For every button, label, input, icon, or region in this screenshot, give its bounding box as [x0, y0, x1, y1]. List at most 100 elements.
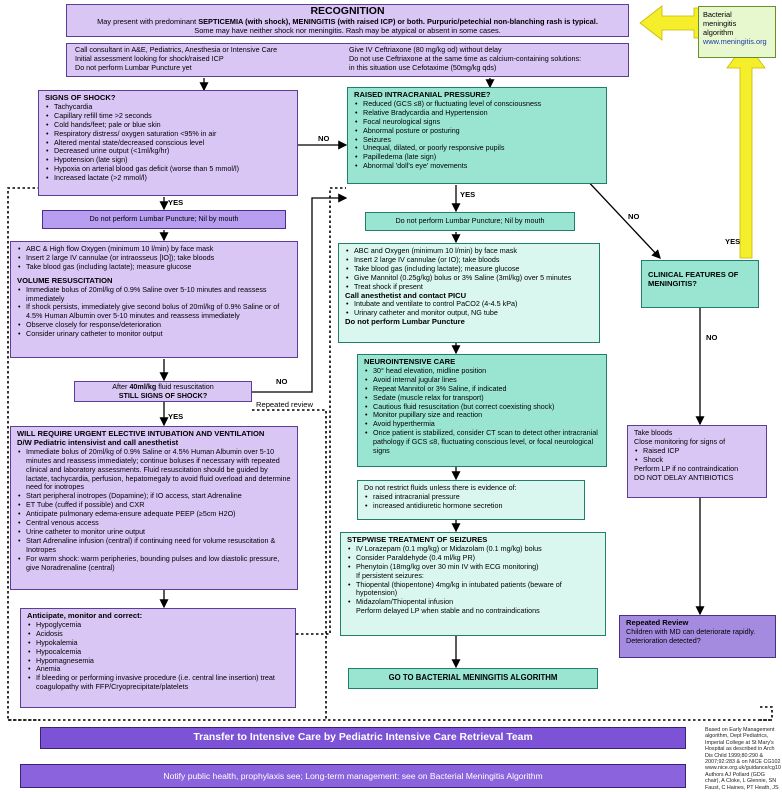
intubation-item: Anticipate pulmonary edema-ensure adequa…: [18, 509, 291, 519]
label-yes: YES: [460, 190, 476, 199]
neuro-item: Once patient is stabilized, consider CT …: [365, 428, 600, 456]
icp-mgmt-item: Give Mannitol (0.25g/kg) bolus or 3% Sal…: [346, 273, 593, 283]
label-no: NO: [628, 212, 640, 221]
intubation-item: ET Tube (cuffed if possible) and CXR: [18, 500, 291, 510]
algorithm-link-url[interactable]: www.meningitis.org: [703, 37, 767, 46]
after-40ml-line1: After 40ml/kg fluid resuscitation: [112, 382, 214, 391]
signs-of-shock-box: SIGNS OF SHOCK? Tachycardia Capillary re…: [38, 90, 298, 196]
recognition-box: RECOGNITION May present with predominant…: [66, 4, 629, 37]
take-bloods-line: Take bloods: [634, 428, 673, 437]
consult-left-line: Do not perform Lumbar Puncture yet: [75, 62, 192, 72]
no-lumbar-puncture-left: Do not perform Lumbar Puncture; Nil by m…: [42, 210, 286, 229]
yellow-arrow-up: [726, 41, 766, 259]
shock-sign: Increased lactate (>2 mmol/l): [46, 173, 291, 183]
consult-right-line: Do not use Ceftriaxone at the same time …: [349, 53, 582, 63]
raised-icp-title: RAISED INTRACRANIAL PRESSURE?: [354, 90, 491, 99]
no-lumbar-puncture-note: Do not perform Lumbar Puncture: [345, 317, 465, 327]
algorithm-link-line1: Bacterial: [703, 10, 732, 19]
no-lumbar-puncture-right: Do not perform Lumbar Puncture; Nil by m…: [365, 212, 575, 231]
credits-text: Based on Early Management algorithm, Dep…: [705, 727, 781, 791]
shock-sign: Decreased urine output (<1ml/kg/hr): [46, 147, 291, 157]
icp-mgmt-item: Take blood gas (including lactate); meas…: [346, 264, 593, 274]
seizure-item: IV Lorazepam (0.1 mg/kg) or Midazolam (0…: [348, 544, 599, 554]
close-monitoring-line: Close monitoring for signs of: [634, 436, 726, 446]
icp-sign: Abnormal 'doll's eye' movements: [355, 161, 600, 171]
persistent-seizures-label: If persistent seizures:: [356, 570, 424, 580]
algorithm-link-line2: meningitis: [703, 19, 737, 28]
clinical-features-line1: CLINICAL FEATURES OF: [648, 270, 739, 279]
icp-sign: Relative Bradycardia and Hypertension: [355, 108, 600, 118]
icp-mgmt-item: ABC and Oxygen (minimum 10 l/min) by fac…: [346, 246, 593, 256]
seizure-item: Phenytoin (18mg/kg over 30 min IV with E…: [348, 562, 599, 572]
recognition-line2: Some may have neither shock nor meningit…: [194, 26, 501, 35]
recognition-title: RECOGNITION: [310, 5, 385, 17]
shock-sign: Respiratory distress/ oxygen saturation …: [46, 129, 291, 139]
anticipate-box: Anticipate, monitor and correct: Hypogly…: [20, 608, 296, 708]
icp-mgmt-item: Treat shock if present: [346, 282, 593, 292]
seizure-item: Midazolam/Thiopental infusion: [348, 597, 599, 607]
volume-item: Consider urinary catheter to monitor out…: [18, 329, 291, 339]
label-yes: YES: [725, 237, 741, 246]
icp-sign: Unequal, dilated, or poorly responsive p…: [355, 144, 600, 154]
neuro-item: Sedate (muscle relax for transport): [365, 393, 600, 403]
neuro-item: Monitor pupillary size and reaction: [365, 411, 600, 421]
seizures-title: STEPWISE TREATMENT OF SEIZURES: [347, 535, 488, 544]
consult-box: Call consultant in A&E, Pediatrics, Anes…: [66, 43, 629, 77]
anticipate-item: Hypokalemia: [28, 638, 289, 648]
shock-sign: Altered mental state/decreased conscious…: [46, 138, 291, 148]
anticipate-item: Hypocalcemia: [28, 647, 289, 657]
monitor-item: Raised ICP: [635, 446, 760, 456]
raised-icp-box: RAISED INTRACRANIAL PRESSURE? Reduced (G…: [347, 87, 607, 184]
picu-title: Call anesthetist and contact PICU: [345, 290, 467, 300]
volume-resuscitation-title: VOLUME RESUSCITATION: [17, 275, 113, 285]
intubation-item: Immediate bolus of 20ml/kg of 0.9% Salin…: [18, 447, 291, 493]
dotted-mid-review: [252, 409, 327, 720]
intubation-item: Start peripheral inotropes (Dopamine); i…: [18, 491, 291, 501]
after-40ml-box: After 40ml/kg fluid resuscitation STILL …: [74, 381, 252, 402]
fluids-item: increased antidiuretic hormone secretion: [365, 501, 578, 511]
clinical-features-line2: MENINGITIS?: [648, 278, 697, 288]
anticipate-title: Anticipate, monitor and correct:: [27, 611, 143, 620]
go-to-meningitis-algorithm-button[interactable]: GO TO BACTERIAL MENINGITIS ALGORITHM: [348, 668, 598, 689]
anticipate-item: Anemia: [28, 665, 289, 675]
still-signs-of-shock: STILL SIGNS OF SHOCK?: [118, 390, 208, 400]
icp-sign: Focal neurological signs: [355, 117, 600, 127]
volume-item: Observe closely for response/deteriorati…: [18, 320, 291, 330]
notify-public-health-box: Notify public health, prophylaxis see; L…: [20, 764, 686, 788]
shock-sign: Tachycardia: [46, 102, 291, 112]
anticipate-item: Hypoglycemia: [28, 620, 289, 630]
clinical-features-box: CLINICAL FEATURES OF MENINGITIS?: [641, 260, 759, 308]
icp-sign: Reduced (GCS ≤8) or fluctuating level of…: [355, 99, 600, 109]
intubation-item: Start Adrenaline infusion (central) if c…: [18, 536, 291, 555]
seizure-item: Thiopental (thiopentone) 4mg/kg in intub…: [348, 580, 599, 599]
icp-sign: Abnormal posture or posturing: [355, 126, 600, 136]
icp-sign: Seizures: [355, 135, 600, 145]
anticipate-item: Acidosis: [28, 629, 289, 639]
icp-mgmt-item: Insert 2 large IV cannulae (or IO); take…: [346, 255, 593, 265]
meningitis-algorithm-link[interactable]: Bacterial meningitis algorithm www.menin…: [698, 6, 776, 58]
anticipate-item: If bleeding or performing invasive proce…: [28, 673, 289, 692]
monitor-item: Shock: [635, 455, 760, 465]
repeated-review-title: Repeated Review: [626, 618, 689, 627]
delayed-lp-note: Perform delayed LP when stable and no co…: [356, 606, 540, 616]
repeated-review-text: Children with MD can deteriorate rapidly…: [626, 626, 756, 645]
label-yes: YES: [168, 198, 184, 207]
volume-item: Immediate bolus of 20ml/kg of 0.9% Salin…: [18, 285, 291, 304]
seizures-box: STEPWISE TREATMENT OF SEIZURES IV Loraze…: [340, 532, 606, 636]
algorithm-link-line3: algorithm: [703, 28, 734, 37]
shock-sign: Cold hands/feet; pale or blue skin: [46, 120, 291, 130]
take-bloods-box: Take bloods Close monitoring for signs o…: [627, 425, 767, 498]
label-no: NO: [318, 134, 330, 143]
neurointensive-title: NEUROINTENSIVE CARE: [364, 357, 456, 366]
label-yes: YES: [168, 412, 184, 421]
consult-right-line: in this situation use Cefotaxime (50mg/k…: [349, 62, 497, 72]
icp-sign: Papilledema (late sign): [355, 152, 600, 162]
label-no: NO: [706, 333, 718, 342]
label-no: NO: [276, 377, 288, 386]
neuro-item: Cautious fluid resuscitation (but correc…: [365, 402, 600, 412]
consult-left-line: Initial assessment looking for shock/rai…: [75, 53, 224, 63]
consult-left-line: Call consultant in A&E, Pediatrics, Anes…: [75, 45, 278, 54]
picu-item: Intubate and ventilate to control PaCO2 …: [346, 300, 593, 310]
intubation-item: Central venous access: [18, 518, 291, 528]
intubation-box: WILL REQUIRE URGENT ELECTIVE INTUBATION …: [10, 426, 298, 590]
